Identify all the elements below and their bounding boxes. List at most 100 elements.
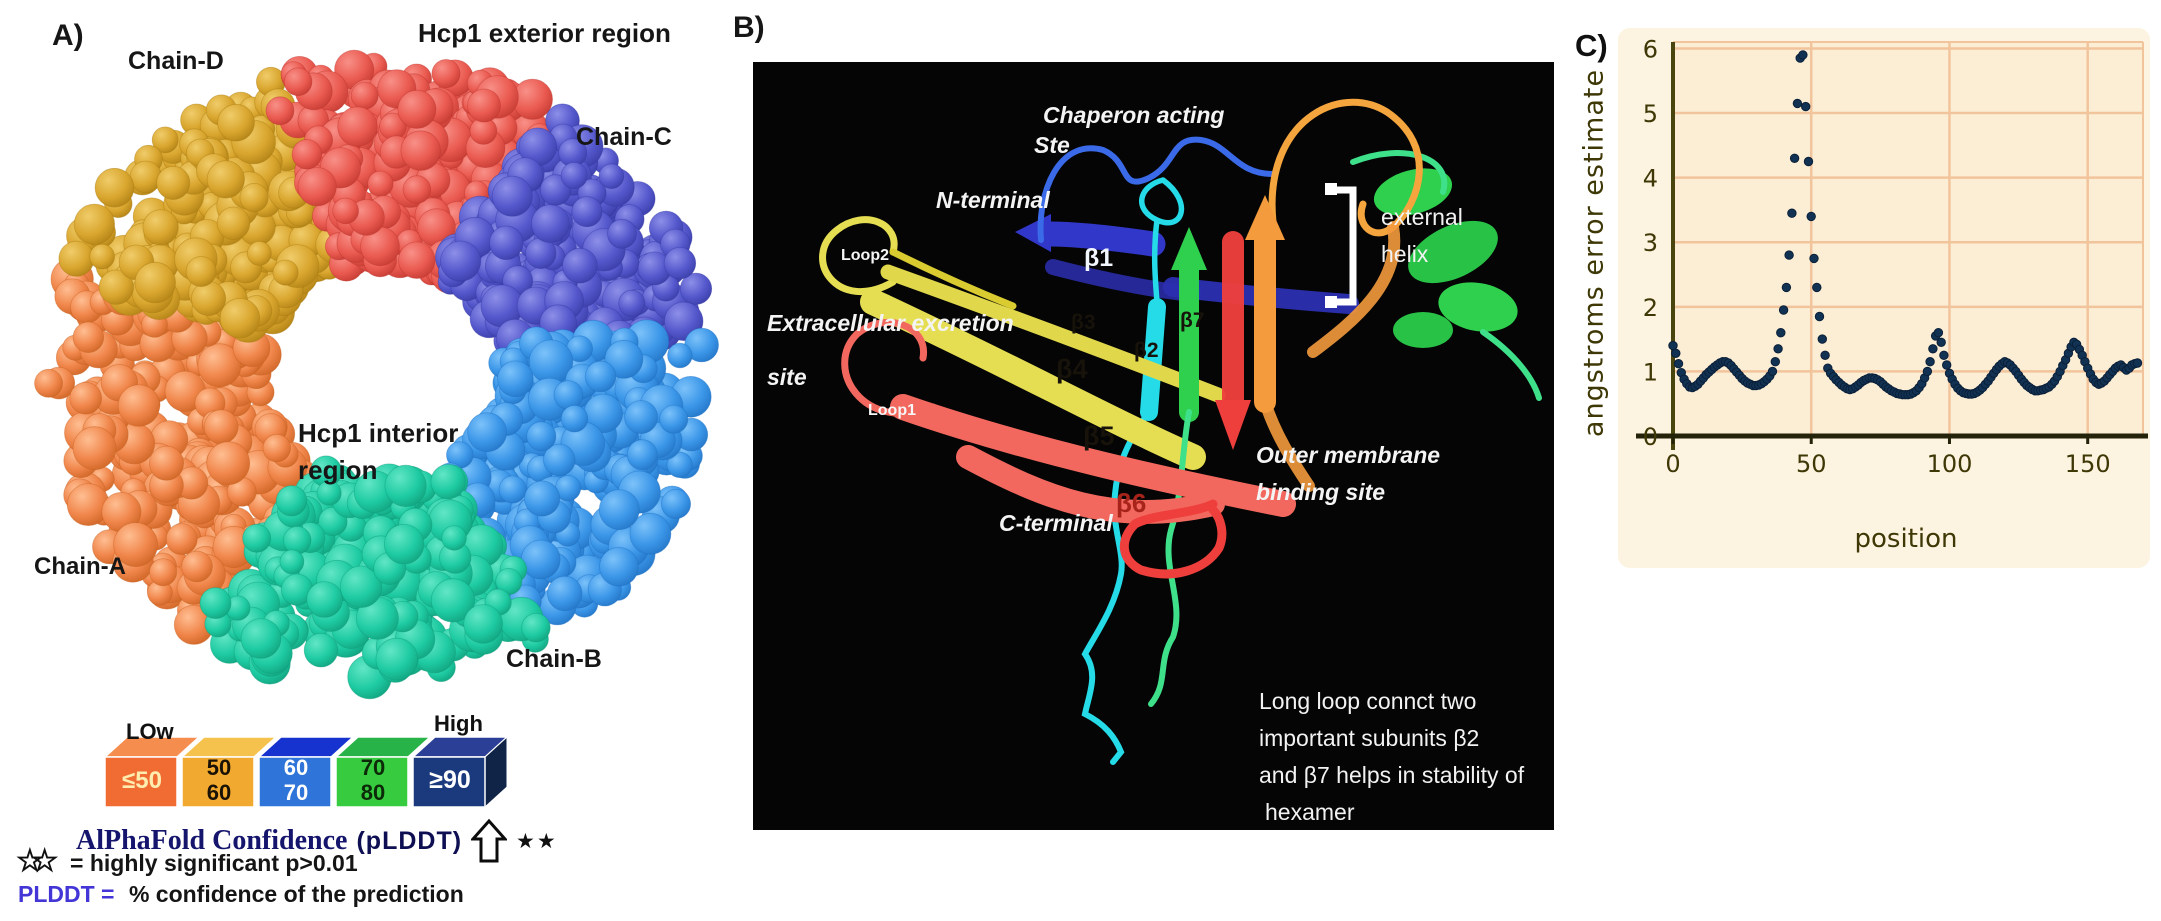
extracellular-label-line1: Extracellular excretion [767, 310, 1014, 336]
chain-b-teal [199, 455, 551, 700]
external-helix-lump-2 [1408, 220, 1498, 284]
yellow-tail [889, 248, 1017, 310]
external-helix-label-line2: helix [1381, 241, 1429, 267]
footnote-plddt-term: PLDDT = [18, 881, 115, 907]
legend-low-label: LOw [126, 719, 174, 744]
error-estimate-chart: 0 50 100 150 0 1 2 3 4 5 6 [1618, 28, 2150, 568]
external-helix-lump-3 [1438, 282, 1518, 332]
chain-c-label: Chain-C [576, 123, 672, 151]
loop1-loop [841, 319, 937, 417]
x-axis-label: position [1854, 524, 1958, 554]
hcp1-monomer-ribbon-model [753, 62, 1554, 830]
panel-b-tag: B) [733, 11, 765, 44]
c-terminal-label: C-terminal [999, 510, 1113, 536]
hcp1-interior-label-line1: Hcp1 interior [298, 418, 459, 448]
y-tick-0: 0 [1643, 423, 1658, 451]
c-terminal-loop [1119, 499, 1227, 579]
beta7-arrowhead [1171, 227, 1207, 270]
chain-d-label: Chain-D [128, 47, 224, 75]
external-helix-lump-4 [1393, 312, 1453, 348]
legend-caption: AlPhaFold Confidence (pLDDT) ★★ [76, 818, 558, 864]
legend-cube-0 [103, 736, 201, 808]
y-tick-3: 3 [1643, 229, 1658, 257]
chain-b-label: Chain-B [506, 645, 602, 673]
beta1-label: β1 [1084, 244, 1114, 272]
long-connecting-loop [1081, 409, 1152, 765]
beta4-strand [860, 289, 1206, 470]
footnote-plddt-text: % confidence of the prediction [128, 881, 464, 907]
chaperon-site-label-line2: Ste [1034, 132, 1070, 158]
loop2-label: Loop2 [841, 247, 889, 264]
beta4-label: β4 [1056, 354, 1088, 384]
y-tick-6: 6 [1643, 35, 1658, 63]
orange-top-loop [1268, 98, 1423, 237]
hcp1-exterior-label: Hcp1 exterior region [418, 18, 671, 48]
chain-a-label: Chain-A [34, 553, 126, 580]
bracket-cap-bottom [1325, 296, 1337, 308]
loop2-loop [819, 216, 898, 296]
n-terminal-label: N-terminal [936, 187, 1050, 213]
outer-membrane-label-line1: Outer membrane [1256, 442, 1441, 468]
hcp1-hexamer-sphere-model [34, 49, 719, 809]
y-axis-label: angstroms error estimate [1578, 68, 1610, 438]
chain-gold [58, 66, 353, 343]
orange-connectors [1259, 221, 1401, 492]
outer-membrane-label-line2: binding site [1256, 479, 1386, 505]
long-loop-note-line4: hexamer [1265, 799, 1355, 825]
significance-stars-icon: ★★ [516, 829, 558, 853]
chart-ticks: 0 50 100 150 0 1 2 3 4 5 6 [1643, 35, 2111, 478]
chaperon-site-label-line1: Chaperon acting [1043, 102, 1225, 128]
y-tick-5: 5 [1643, 100, 1658, 128]
x-tick-100: 100 [1927, 450, 1973, 478]
orange-arrowhead [1245, 195, 1285, 240]
chain-lightblue [435, 319, 719, 626]
beta7-label: β7 [1180, 309, 1205, 332]
legend-high-label: High [434, 711, 483, 736]
beta5-strand [890, 394, 1296, 517]
long-loop-note-line2: important subunits β2 [1259, 725, 1480, 751]
beta2-label: β2 [1134, 339, 1159, 362]
legend-cube-1 [180, 736, 278, 808]
legend-cube-2 [257, 736, 355, 808]
beta1-strand [1036, 221, 1166, 257]
x-tick-150: 150 [2065, 450, 2111, 478]
x-tick-50: 50 [1796, 450, 1827, 478]
alphafold-confidence-text: AlPhaFold Confidence [76, 825, 348, 856]
bracket-cap-top [1325, 183, 1337, 195]
footnote-plddt: PLDDT = % confidence of the prediction [18, 881, 464, 908]
plddt-legend-cubes [103, 735, 509, 809]
external-helix-bracket [1333, 186, 1357, 306]
footnote-significance-text: = highly significant p>0.01 [70, 850, 358, 876]
n-terminal-loop [1037, 136, 1276, 243]
legend-cube-4 [411, 735, 509, 809]
y-tick-2: 2 [1643, 294, 1658, 322]
scatter-points [1668, 50, 2143, 400]
chain-d-red [265, 49, 554, 294]
chain-c-purple [434, 103, 713, 369]
outline-stars-icon: ☆☆ [16, 843, 58, 878]
x-tick-0: 0 [1665, 450, 1680, 478]
panel-a-tag: A) [52, 19, 84, 52]
red-arrowhead [1215, 400, 1251, 450]
beta6-label: β6 [1116, 488, 1147, 518]
legend-cube-3 [334, 736, 432, 808]
long-loop-note-line1: Long loop connct two [1259, 688, 1477, 714]
y-tick-1: 1 [1643, 358, 1658, 386]
plddt-text: (pLDDT) [356, 826, 463, 855]
hcp1-interior-label-line2: region [298, 455, 378, 485]
extracellular-label-line2: site [767, 364, 807, 390]
hexamer-ring [34, 49, 719, 700]
external-helix-label-line1: external [1381, 204, 1463, 230]
beta3-label: β3 [1071, 311, 1096, 334]
long-loop-note-line3: and β7 helps in stability of [1259, 762, 1525, 788]
y-tick-4: 4 [1643, 165, 1658, 193]
beta2-strand [1140, 298, 1166, 421]
beta5-label: β5 [1083, 421, 1115, 451]
up-arrow-icon [471, 818, 508, 863]
